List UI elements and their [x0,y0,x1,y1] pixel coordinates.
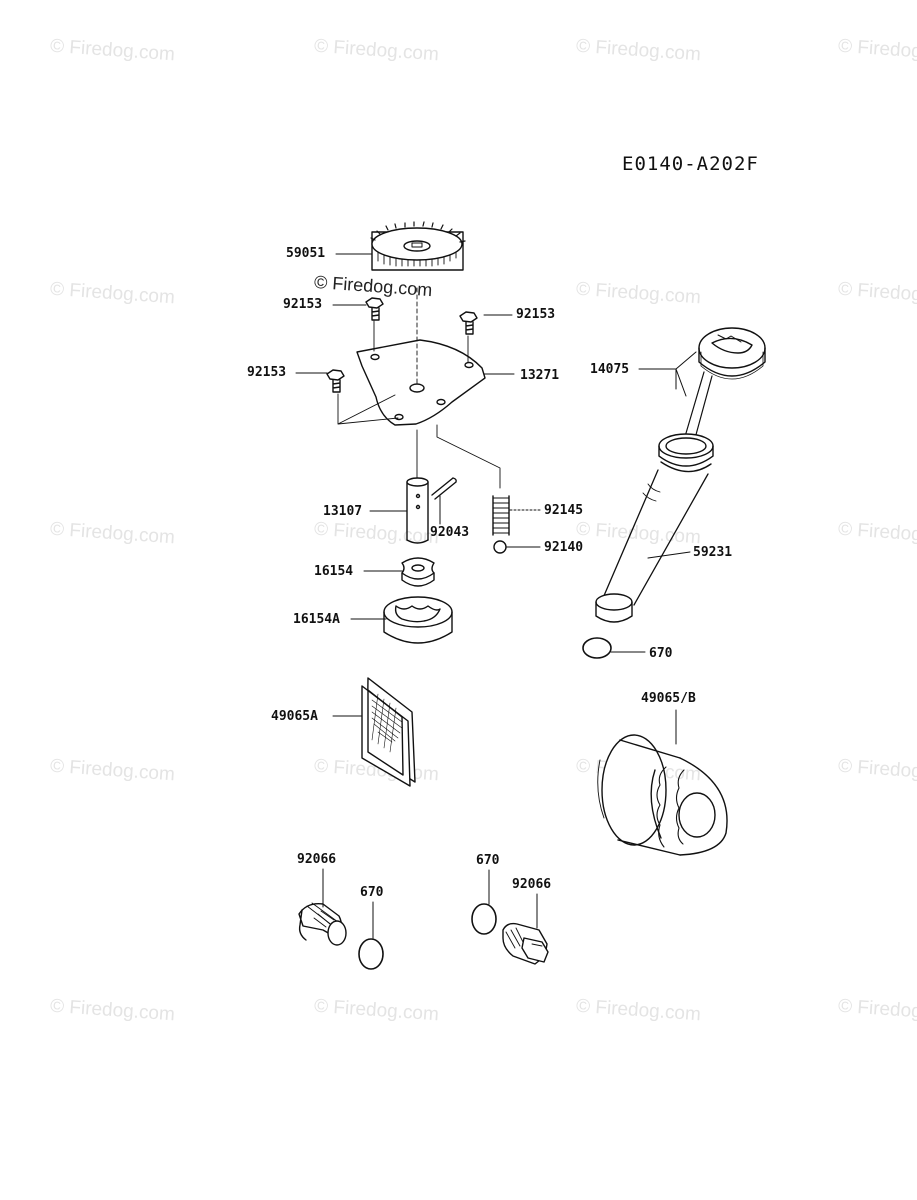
label-13107: 13107 [323,504,363,519]
label-59231: 59231 [693,545,733,560]
leader-lines [295,253,697,939]
outer-rotor-16154A [383,596,453,644]
bolt-92153-left [326,369,345,393]
drain-plug-92066-left [298,902,347,946]
label-14075: 14075 [590,362,630,377]
label-92140: 92140 [544,540,584,555]
ball-92140 [493,540,507,554]
diagram-code: E0140-A202F [622,153,759,175]
label-92145: 92145 [544,503,584,518]
label-92153: 92153 [516,307,556,322]
o-ring-670-left [358,938,384,970]
strainer-49065A [361,677,416,787]
drain-plug-92066-right [502,922,549,965]
label-49065B: 49065/B [641,691,696,706]
o-ring-670-upper [582,637,612,659]
label-16154: 16154 [314,564,354,579]
label-92153: 92153 [247,365,287,380]
cover-plate-13271 [356,339,486,426]
gear-59051 [370,221,466,271]
oil-filter-49065B [597,734,728,856]
o-ring-670-right [471,903,497,935]
bolt-92153-top [365,297,384,321]
label-670: 670 [649,646,673,661]
filler-tube-59231 [595,433,714,623]
pin-92043 [431,477,457,500]
label-92066: 92066 [297,852,337,867]
label-670: 670 [476,853,500,868]
bolt-92153-right [459,311,478,335]
label-13271: 13271 [520,368,560,383]
spring-92145 [492,495,510,536]
label-49065A: 49065A [271,709,318,724]
label-59051: 59051 [286,246,326,261]
inner-rotor-16154 [401,557,435,587]
label-92153: 92153 [283,297,323,312]
label-16154A: 16154A [293,612,340,627]
label-92066: 92066 [512,877,552,892]
oil-gauge-14075 [683,327,766,443]
label-670: 670 [360,885,384,900]
label-92043: 92043 [430,525,470,540]
shaft-13107 [406,477,429,544]
